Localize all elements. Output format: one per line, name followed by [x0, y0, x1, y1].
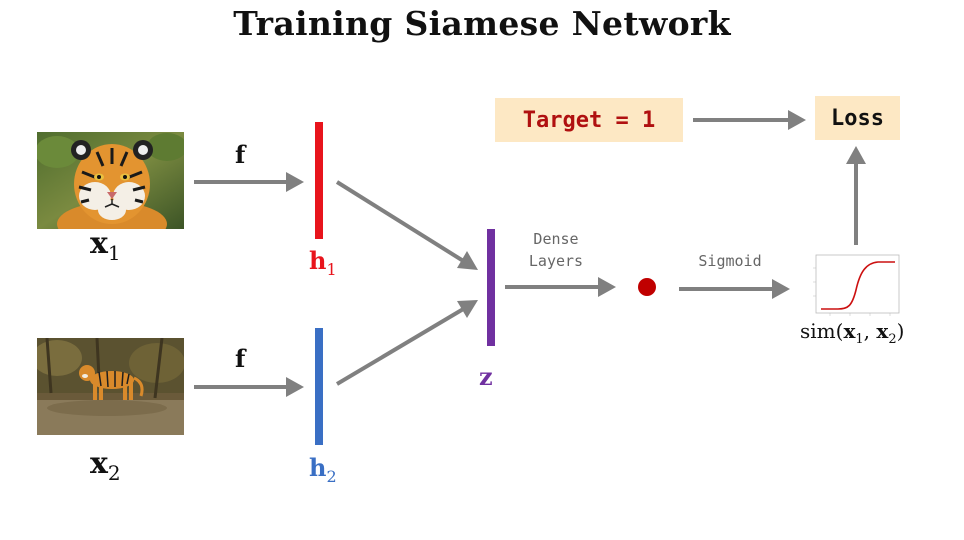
- arrow-x1-to-h1: [194, 172, 304, 192]
- embedding-label-h2: h2: [309, 453, 337, 486]
- input-label-x2: x2: [90, 446, 121, 485]
- arrow-sim-to-loss: [846, 146, 866, 245]
- function-label-f1: f: [235, 140, 246, 169]
- arrow-x2-to-h2: [194, 377, 304, 397]
- function-label-f2: f: [235, 344, 246, 373]
- z-vector-bar: [487, 229, 495, 346]
- arrow-target-to-loss: [693, 110, 806, 130]
- h1-vector-bar: [315, 122, 323, 239]
- similarity-label: sim(x1, x2): [800, 319, 905, 347]
- output-neuron-dot: [638, 278, 656, 296]
- h2-vector-bar: [315, 328, 323, 445]
- tiger-face-photo: [37, 132, 184, 229]
- arrow-z-to-dense: [505, 277, 616, 297]
- sigmoid-plot-icon: [813, 254, 900, 316]
- embedding-label-h1: h1: [309, 246, 337, 279]
- page-title: Training Siamese Network: [233, 4, 731, 43]
- target-box: Target = 1: [495, 98, 683, 142]
- arrow-h1-to-z: [335, 180, 478, 270]
- dense-label-line2: Layers: [528, 252, 584, 270]
- dense-layers-label: Dense Layers: [512, 228, 600, 272]
- arrow-h2-to-z: [335, 300, 478, 386]
- sigmoid-label: Sigmoid: [698, 252, 762, 270]
- combined-label-z: z: [479, 362, 493, 391]
- input-label-x1: x1: [90, 226, 121, 265]
- dense-label-line1: Dense: [533, 230, 579, 248]
- arrow-dot-to-sigmoid: [679, 279, 790, 299]
- loss-box: Loss: [815, 96, 900, 140]
- tiger-standing-photo: [37, 338, 184, 435]
